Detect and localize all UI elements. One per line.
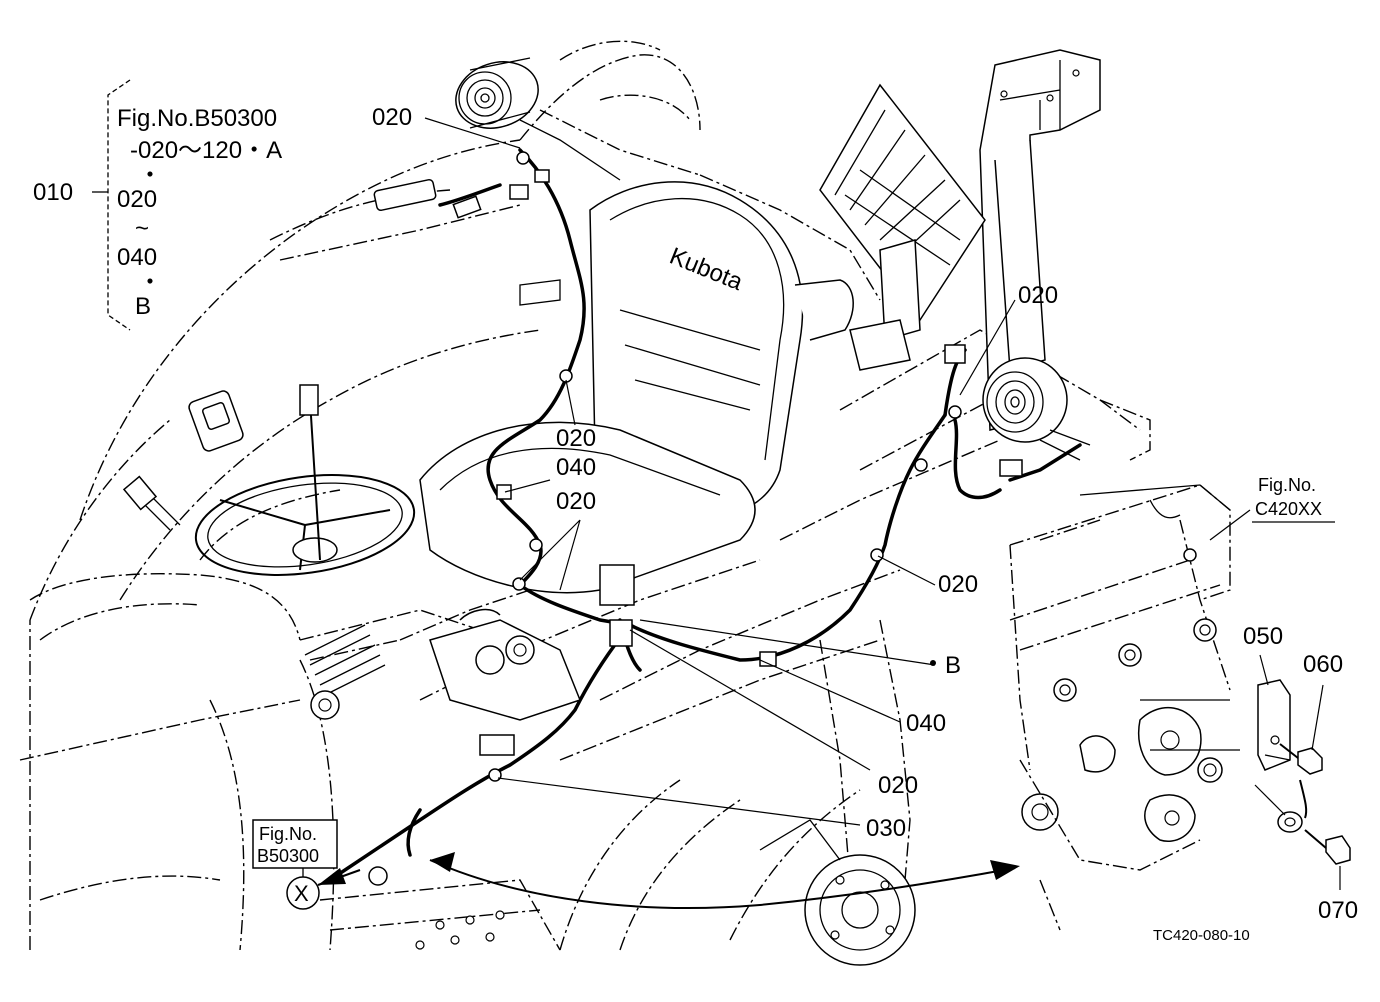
callout-020-seat: 020 <box>556 425 596 452</box>
callout-070: 070 <box>1318 897 1358 924</box>
left-work-lamp <box>455 57 621 181</box>
floor-plate-holes <box>415 910 505 950</box>
ref-left-marker: X <box>294 881 309 906</box>
note-line-3: ・ <box>138 162 162 189</box>
ref-right-line2: C420XX <box>1255 499 1322 519</box>
seat: Kubota <box>419 181 854 594</box>
connectors <box>373 151 1023 782</box>
note-line-1: Fig.No.B50300 <box>117 105 277 132</box>
ref-right-line1: Fig.No. <box>1258 475 1316 495</box>
ref-box-right: Fig.No. C420XX <box>1252 475 1335 523</box>
ref-left-line2: B50300 <box>257 846 319 866</box>
ref-box-left: Fig.No. B50300 X <box>252 819 361 910</box>
callout-020-mid: 020 <box>556 488 596 515</box>
frame-casting-detail <box>1009 484 1240 931</box>
callout-040-low: 040 <box>906 710 946 737</box>
note-line-6: 040 <box>117 244 157 271</box>
callout-030: 030 <box>866 815 906 842</box>
callout-labels: 020 020 020 040 020 020 B 040 020 030 05… <box>372 104 1358 924</box>
ref-left-line1: Fig.No. <box>259 824 317 844</box>
note-line-2: -020〜120・A <box>130 137 282 164</box>
leader-lines <box>424 117 1341 890</box>
right-work-lamp <box>982 357 1091 461</box>
wire-harness <box>328 148 1082 882</box>
steering-wheel <box>122 384 416 576</box>
callout-b: B <box>945 652 961 679</box>
front-axle <box>759 819 916 966</box>
note-line-4: 020 <box>117 186 157 213</box>
detail-arrow <box>429 852 1020 909</box>
note-line-5: ~ <box>135 215 149 242</box>
callout-020-right-lamp: 020 <box>1018 282 1058 309</box>
callout-010: 010 <box>33 179 73 206</box>
rear-rack <box>819 83 986 371</box>
drawing-number: TC420-080-10 <box>1153 927 1250 944</box>
callout-020-right: 020 <box>938 571 978 598</box>
callout-020-top: 020 <box>372 104 412 131</box>
note-line-7: ・ <box>138 269 162 296</box>
note-line-8: B <box>135 293 151 320</box>
tractor-body-outline <box>19 40 1151 951</box>
callout-020-low: 020 <box>878 772 918 799</box>
callout-050: 050 <box>1243 623 1283 650</box>
callout-060: 060 <box>1303 651 1343 678</box>
engine-block <box>310 608 581 886</box>
callout-040-mid: 040 <box>556 454 596 481</box>
fender-grill <box>188 390 386 696</box>
bracket-and-bolts <box>1257 679 1351 865</box>
header-note: Fig.No.B50300 -020〜120・A ・ 020 ~ 040 ・ B… <box>33 79 282 331</box>
